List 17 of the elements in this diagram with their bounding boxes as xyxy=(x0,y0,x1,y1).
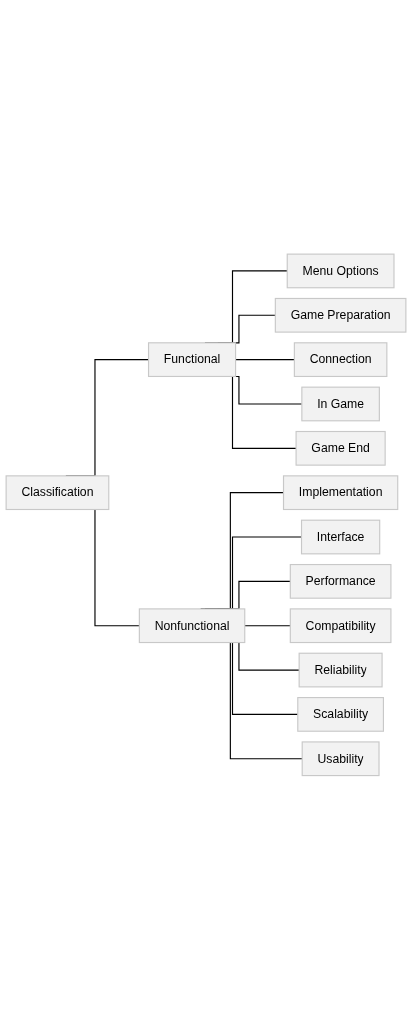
node-box: Game End xyxy=(295,431,386,466)
node-box: Functional xyxy=(147,342,237,378)
node-box: Menu Options xyxy=(286,253,395,289)
connector xyxy=(244,625,291,627)
node-box: Scalability xyxy=(297,697,384,732)
node-box: Compatibility xyxy=(289,608,392,644)
node-box: Game Preparation xyxy=(274,298,407,333)
node-box: Classification xyxy=(5,475,110,511)
node-box: Interface xyxy=(300,519,381,555)
connector xyxy=(235,359,295,361)
node-box: Connection xyxy=(293,342,388,378)
node-box: Performance xyxy=(289,564,392,599)
node-box: Nonfunctional xyxy=(138,608,246,644)
node-box: Usability xyxy=(301,741,380,777)
node-box: Implementation xyxy=(282,475,399,511)
node-box: In Game xyxy=(301,386,380,422)
node-box: Reliability xyxy=(298,652,383,688)
